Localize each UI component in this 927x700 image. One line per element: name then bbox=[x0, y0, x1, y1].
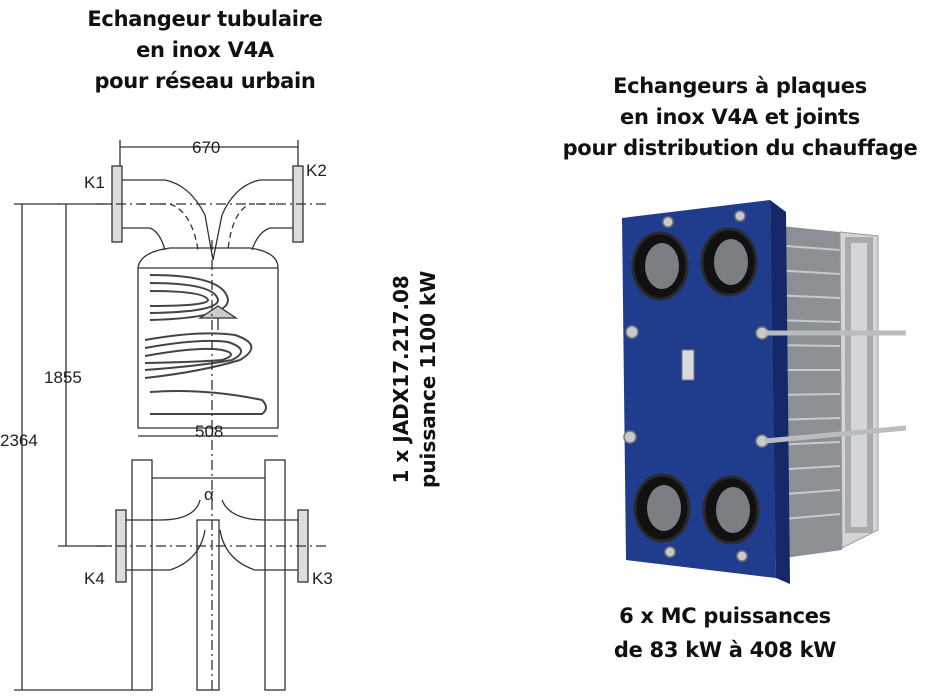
port-k1-label: K1 bbox=[84, 173, 105, 192]
port-k4-label: K4 bbox=[84, 569, 105, 588]
title-line: Echangeur tubulaire bbox=[87, 7, 323, 31]
tubular-exchanger-title: Echangeur tubulaire en inox V4A pour rés… bbox=[40, 4, 370, 97]
inlet-pipe-k2 bbox=[212, 179, 293, 261]
outlet-pipe-k4 bbox=[126, 499, 206, 571]
plate-exchanger-title: Echangeurs à plaques en inox V4A et join… bbox=[530, 71, 927, 164]
title-line: en inox V4A bbox=[136, 38, 274, 62]
angle-alpha-label: α bbox=[204, 485, 214, 504]
caption-line: 6 x MC puissances bbox=[619, 604, 831, 628]
outlet-pipe-k3 bbox=[219, 499, 298, 571]
guide-bars bbox=[764, 330, 907, 444]
title-line: pour distribution du chauffage bbox=[562, 136, 918, 160]
support-leg-left bbox=[131, 459, 153, 691]
caption-line: de 83 kW à 408 kW bbox=[613, 638, 837, 662]
port-k3-label: K3 bbox=[312, 569, 333, 588]
tube-bundle bbox=[149, 274, 230, 321]
plate-exchanger-caption: 6 x MC puissances de 83 kW à 408 kW bbox=[560, 599, 890, 667]
inlet-pipe-k1 bbox=[122, 179, 214, 261]
support-leg-right bbox=[264, 459, 286, 691]
title-line: Echangeurs à plaques bbox=[613, 74, 867, 98]
dimension-670: 670 bbox=[192, 138, 220, 157]
dimension-508: 508 bbox=[195, 422, 223, 441]
dimension-1855: 1855 bbox=[44, 368, 82, 387]
port-k2-label: K2 bbox=[306, 161, 327, 180]
title-line: pour réseau urbain bbox=[94, 69, 316, 93]
title-line: en inox V4A et joints bbox=[620, 105, 860, 129]
dimension-2364: 2364 bbox=[0, 431, 38, 450]
